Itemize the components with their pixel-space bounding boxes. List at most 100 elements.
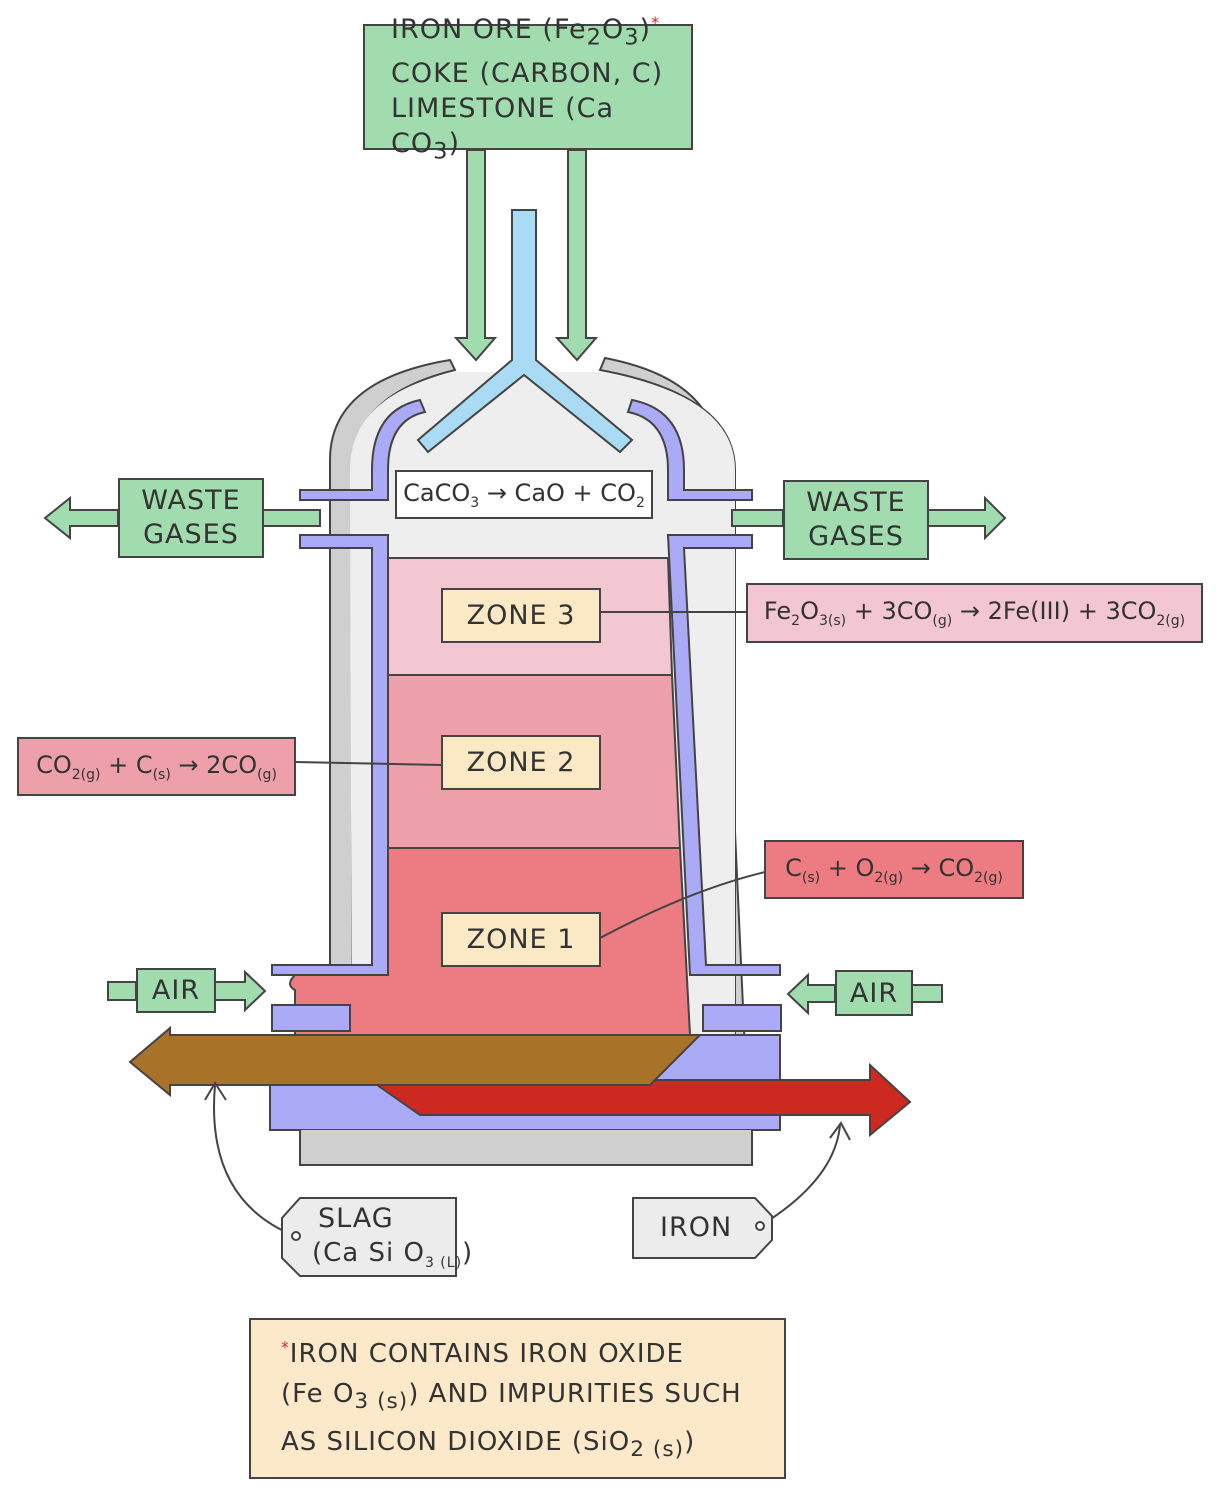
subscript: 3 (470, 494, 480, 511)
charging-pipe (416, 209, 634, 454)
text-segment: ) (639, 14, 652, 46)
zone-3-equation: Fe2O3(s) + 3CO(g) → 2Fe(III) + 3CO2(g) (746, 583, 1203, 643)
waste-duct-right (731, 509, 784, 527)
subscript: 3(s) (818, 612, 847, 629)
subscript: 3 (s) (354, 1388, 409, 1414)
input-limestone: LIMESTONE (Ca CO3) (391, 91, 691, 169)
subscript: 2(g) (874, 869, 904, 886)
waste-label-line: GASES (143, 519, 239, 550)
formula-text: IRON ORE (Fe2O3)* (391, 13, 661, 50)
asterisk-mark: * (651, 13, 661, 33)
text-segment: → 2Fe(III) + 3CO (952, 597, 1157, 626)
text-segment: O (601, 14, 625, 46)
formula-text: (Fe O3 (s)) AND IMPURITIES SUCH (281, 1378, 742, 1414)
waste-duct-left (262, 509, 321, 527)
formula-text: LIMESTONE (Ca CO3) (391, 92, 615, 164)
waste-arrow-left (43, 495, 119, 541)
formula-text: Fe2O3(s) + 3CO(g) → 2Fe(III) + 3CO2(g) (764, 597, 1185, 629)
iron-tag-hole (755, 1221, 765, 1231)
lining-left-lower (271, 534, 389, 976)
lining-right-lower (666, 534, 781, 976)
air-left-label: AIR (136, 968, 216, 1013)
iron-tag (632, 1197, 773, 1259)
zone-1-leader-line (599, 871, 766, 939)
text-segment: CaCO (403, 478, 471, 507)
inputs-box: IRON ORE (Fe2O3)* COKE (CARBON, C) LIMES… (363, 13, 693, 164)
slag-pointer-line (213, 1084, 296, 1237)
feed-arrow-left (453, 149, 498, 362)
text-segment: CO (36, 750, 72, 779)
formula-text: CO2(g) + C(s) → 2CO(g) (36, 751, 277, 783)
text-segment: COKE (CARBON, C) (391, 57, 664, 89)
tuyere-left (271, 1004, 351, 1032)
subscript: 2 (s) (630, 1437, 685, 1463)
formula-text: CaCO3 → CaO + CO2 (403, 479, 645, 511)
input-coke: COKE (CARBON, C) (391, 56, 691, 91)
formula-text: C(s) + O2(g) → CO2(g) (785, 854, 1003, 886)
text-segment: + C (100, 750, 153, 779)
subscript: (g) (257, 766, 277, 783)
text-segment: LIMESTONE (Ca CO (391, 92, 615, 159)
formula-text: (Ca Si O3 (L)) (312, 1238, 474, 1272)
text-segment: ) (684, 1426, 696, 1457)
input-iron-ore: IRON ORE (Fe2O3)* (391, 5, 691, 55)
zone-2-leader-line (294, 761, 442, 766)
footnote-line: *IRON CONTAINS IRON OXIDE (281, 1327, 784, 1374)
zone-3-label: ZONE 3 (441, 588, 601, 643)
subscript: 3 (L) (424, 1255, 463, 1272)
iron-pointer-arrowhead (829, 1121, 851, 1141)
text-segment: IRON CONTAINS IRON OXIDE (289, 1338, 684, 1369)
text-segment: IRON ORE (Fe (391, 14, 587, 46)
limestone-decomposition-equation: CaCO3 → CaO + CO2 (395, 470, 653, 519)
waste-arrow-right (927, 495, 1007, 541)
iron-pointer-line (759, 1124, 841, 1227)
text-segment: + O (820, 853, 875, 882)
subscript: 2(g) (71, 766, 101, 783)
waste-label-line: GASES (808, 521, 904, 552)
waste-gases-left-label: WASTE GASES (118, 478, 264, 558)
air-right-label: AIR (835, 970, 913, 1016)
slag-title: SLAG (318, 1203, 394, 1234)
text-segment: + 3CO (846, 597, 933, 626)
formula-text: *IRON CONTAINS IRON OXIDE (281, 1337, 684, 1369)
zone-1-label: ZONE 1 (441, 912, 601, 967)
zone-2-label: ZONE 2 (441, 735, 601, 790)
text-segment: ) (462, 1238, 474, 1268)
tuyere-right (702, 1004, 782, 1032)
text-segment: ) AND IMPURITIES SUCH (408, 1378, 742, 1409)
slag-pointer-arrowhead (204, 1081, 227, 1101)
waste-gases-right-label: WASTE GASES (783, 480, 929, 560)
footnote-line: (Fe O3 (s)) AND IMPURITIES SUCH (281, 1374, 784, 1422)
text-segment: C (785, 853, 802, 882)
text-segment: Fe (763, 597, 792, 626)
lining-left-upper (299, 398, 427, 501)
footnote-line: AS SILICON DIOXIDE (SiO2 (s)) (281, 1422, 784, 1470)
subscript: (s) (801, 869, 821, 886)
text-segment: (Ca Si O (312, 1238, 425, 1268)
footnote-box: *IRON CONTAINS IRON OXIDE (Fe O3 (s)) AN… (249, 1318, 786, 1479)
iron-tag-text: IRON (660, 1212, 733, 1243)
text-segment: → 2CO (170, 750, 258, 779)
lining-right-upper (626, 398, 753, 501)
text-segment: → CaO + CO (479, 478, 636, 507)
slag-outlet-arrow (128, 1025, 703, 1098)
text-segment: (Fe O (281, 1378, 355, 1409)
subscript: 2(g) (1156, 612, 1186, 629)
slag-tag (281, 1197, 457, 1277)
asterisk-mark: * (281, 1337, 290, 1356)
subscript: 2 (586, 24, 602, 51)
subscript: 2(g) (974, 869, 1003, 886)
formula-text: AS SILICON DIOXIDE (SiO2 (s)) (281, 1426, 696, 1462)
formula-text: COKE (CARBON, C) (391, 58, 663, 89)
slag-tag-hole (291, 1231, 301, 1241)
subscript: 2 (635, 494, 645, 511)
subscript: 2 (791, 612, 801, 629)
furnace-base-shell (299, 1130, 753, 1166)
waste-label-line: WASTE (806, 487, 906, 518)
feed-arrow-right (554, 149, 599, 362)
text-segment: ) (448, 127, 460, 159)
zone-1-equation: C(s) + O2(g) → CO2(g) (764, 840, 1024, 899)
text-segment: AS SILICON DIOXIDE (SiO (281, 1426, 631, 1457)
subscript: 3 (433, 137, 449, 164)
